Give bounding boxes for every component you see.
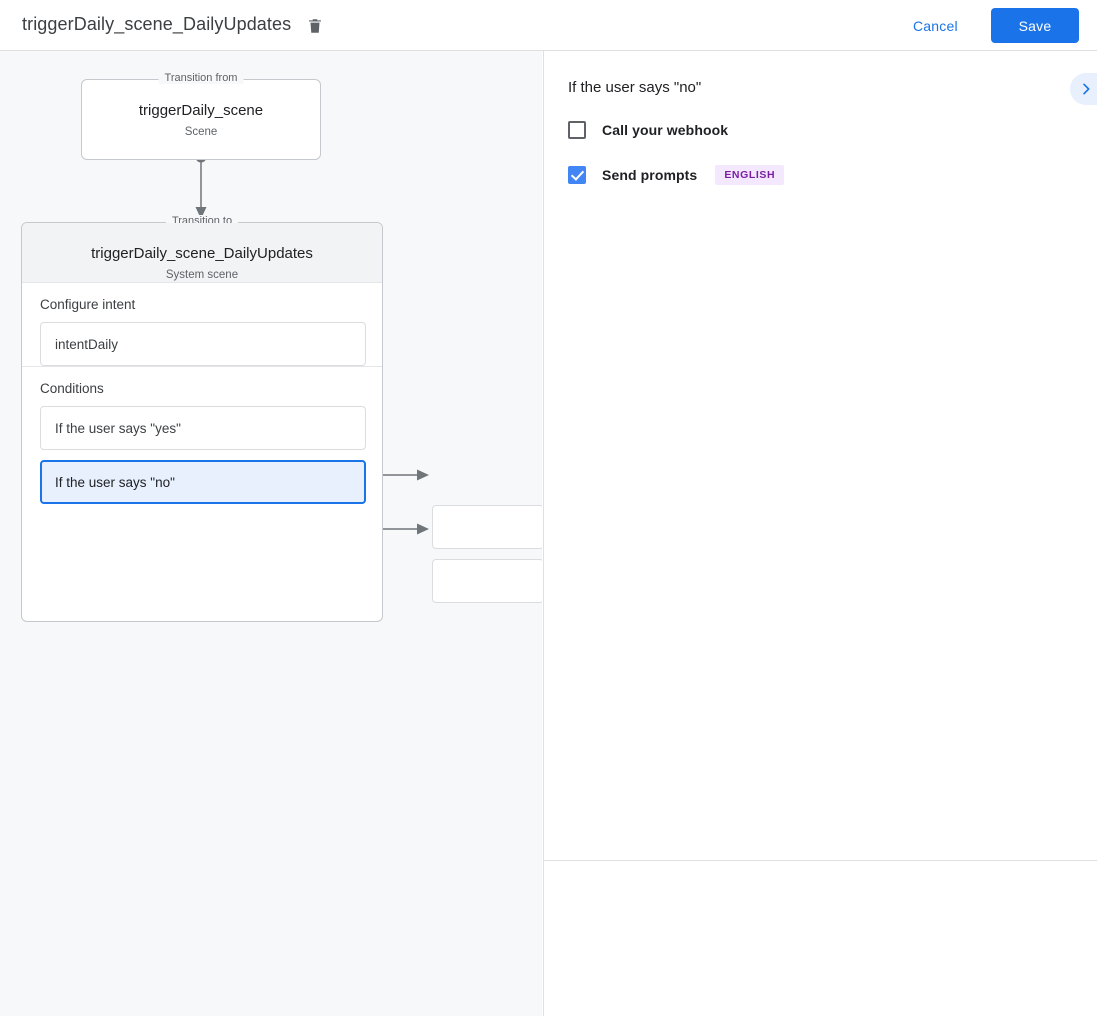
panel-divider: [544, 860, 1097, 861]
node-from-legend: Transition from: [158, 72, 244, 84]
chevron-right-icon[interactable]: [1070, 73, 1097, 105]
language-badge: ENGLISH: [715, 165, 785, 185]
conditions-section: Conditions If the user says "yes" If the…: [22, 367, 382, 522]
target-node-yes[interactable]: [432, 505, 542, 549]
trash-icon-glyph: [309, 19, 321, 33]
page-title: triggerDaily_scene_DailyUpdates: [22, 14, 292, 34]
panel-title: If the user says "no": [568, 79, 702, 96]
cancel-button[interactable]: Cancel: [913, 18, 958, 34]
configure-intent-section: Configure intent intentDaily: [22, 283, 382, 367]
node-from-title: triggerDaily_scene: [138, 102, 264, 119]
node-to-title: triggerDaily_scene_DailyUpdates: [91, 245, 313, 262]
webhook-label: Call your webhook: [602, 122, 729, 138]
conditions-label: Conditions: [40, 381, 104, 396]
webhook-checkbox-row[interactable]: Call your webhook: [568, 121, 728, 139]
node-to-subtitle: System scene: [165, 269, 239, 281]
panel-header: If the user says "no": [544, 51, 1097, 111]
flow-canvas: Transition from triggerDaily_scene Scene…: [0, 51, 542, 1016]
condition-item-yes[interactable]: If the user says "yes": [40, 406, 366, 450]
condition-item-no[interactable]: If the user says "no": [40, 460, 366, 504]
details-panel: If the user says "no" Call your webhook …: [543, 51, 1097, 1016]
node-from-subtitle: Scene: [184, 126, 218, 138]
trash-icon[interactable]: [303, 14, 327, 38]
send-prompts-checkbox[interactable]: [568, 166, 586, 184]
send-prompts-checkbox-row[interactable]: Send prompts ENGLISH: [568, 165, 785, 185]
chevron-right-icon-glyph: [1083, 83, 1090, 95]
node-transition-to: Transition to triggerDaily_scene_DailyUp…: [21, 215, 383, 622]
save-button[interactable]: Save: [991, 8, 1079, 43]
send-prompts-label: Send prompts: [602, 167, 698, 183]
top-bar: triggerDaily_scene_DailyUpdates Cancel S…: [0, 0, 1097, 51]
node-transition-from[interactable]: Transition from triggerDaily_scene Scene: [81, 72, 321, 160]
node-to-header: triggerDaily_scene_DailyUpdates System s…: [22, 223, 382, 283]
webhook-checkbox[interactable]: [568, 121, 586, 139]
intent-value-box[interactable]: intentDaily: [40, 322, 366, 366]
configure-intent-label: Configure intent: [40, 297, 136, 312]
target-node-no[interactable]: [432, 559, 542, 603]
